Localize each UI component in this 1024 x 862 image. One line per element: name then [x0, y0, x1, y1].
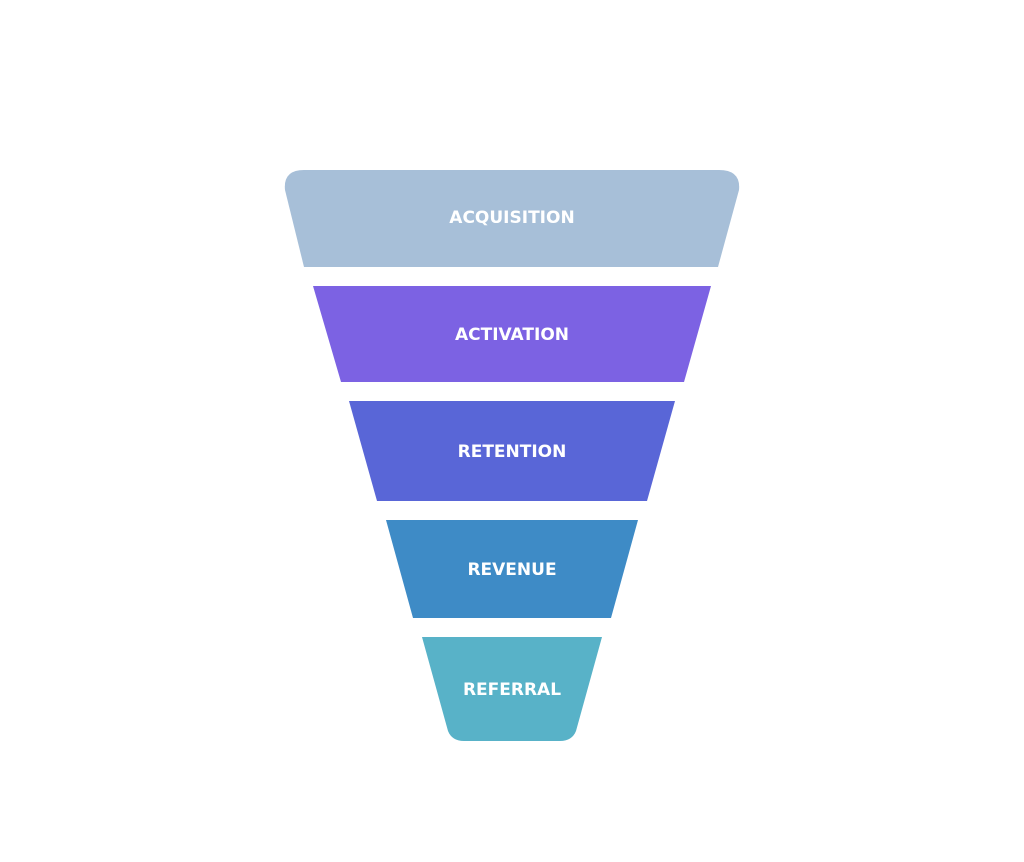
stage-retention-label: RETENTION: [458, 442, 567, 462]
stage-revenue-label: REVENUE: [467, 560, 556, 580]
funnel-stage-acquisition: ACQUISITION: [284, 170, 740, 267]
stage-activation-label: ACTIVATION: [455, 325, 569, 345]
funnel-stage-revenue: REVENUE: [386, 520, 638, 618]
stage-activation-shape: [313, 286, 711, 382]
stage-referral-shape: [422, 637, 602, 741]
stage-referral-label: REFERRAL: [463, 680, 561, 700]
stage-acquisition-shape: [284, 170, 740, 267]
funnel-stage-referral: REFERRAL: [422, 637, 602, 741]
funnel-stage-retention: RETENTION: [349, 401, 675, 501]
stage-acquisition-label: ACQUISITION: [449, 208, 574, 228]
funnel-stage-activation: ACTIVATION: [313, 286, 711, 382]
stage-revenue-shape: [386, 520, 638, 618]
stage-retention-shape: [349, 401, 675, 501]
